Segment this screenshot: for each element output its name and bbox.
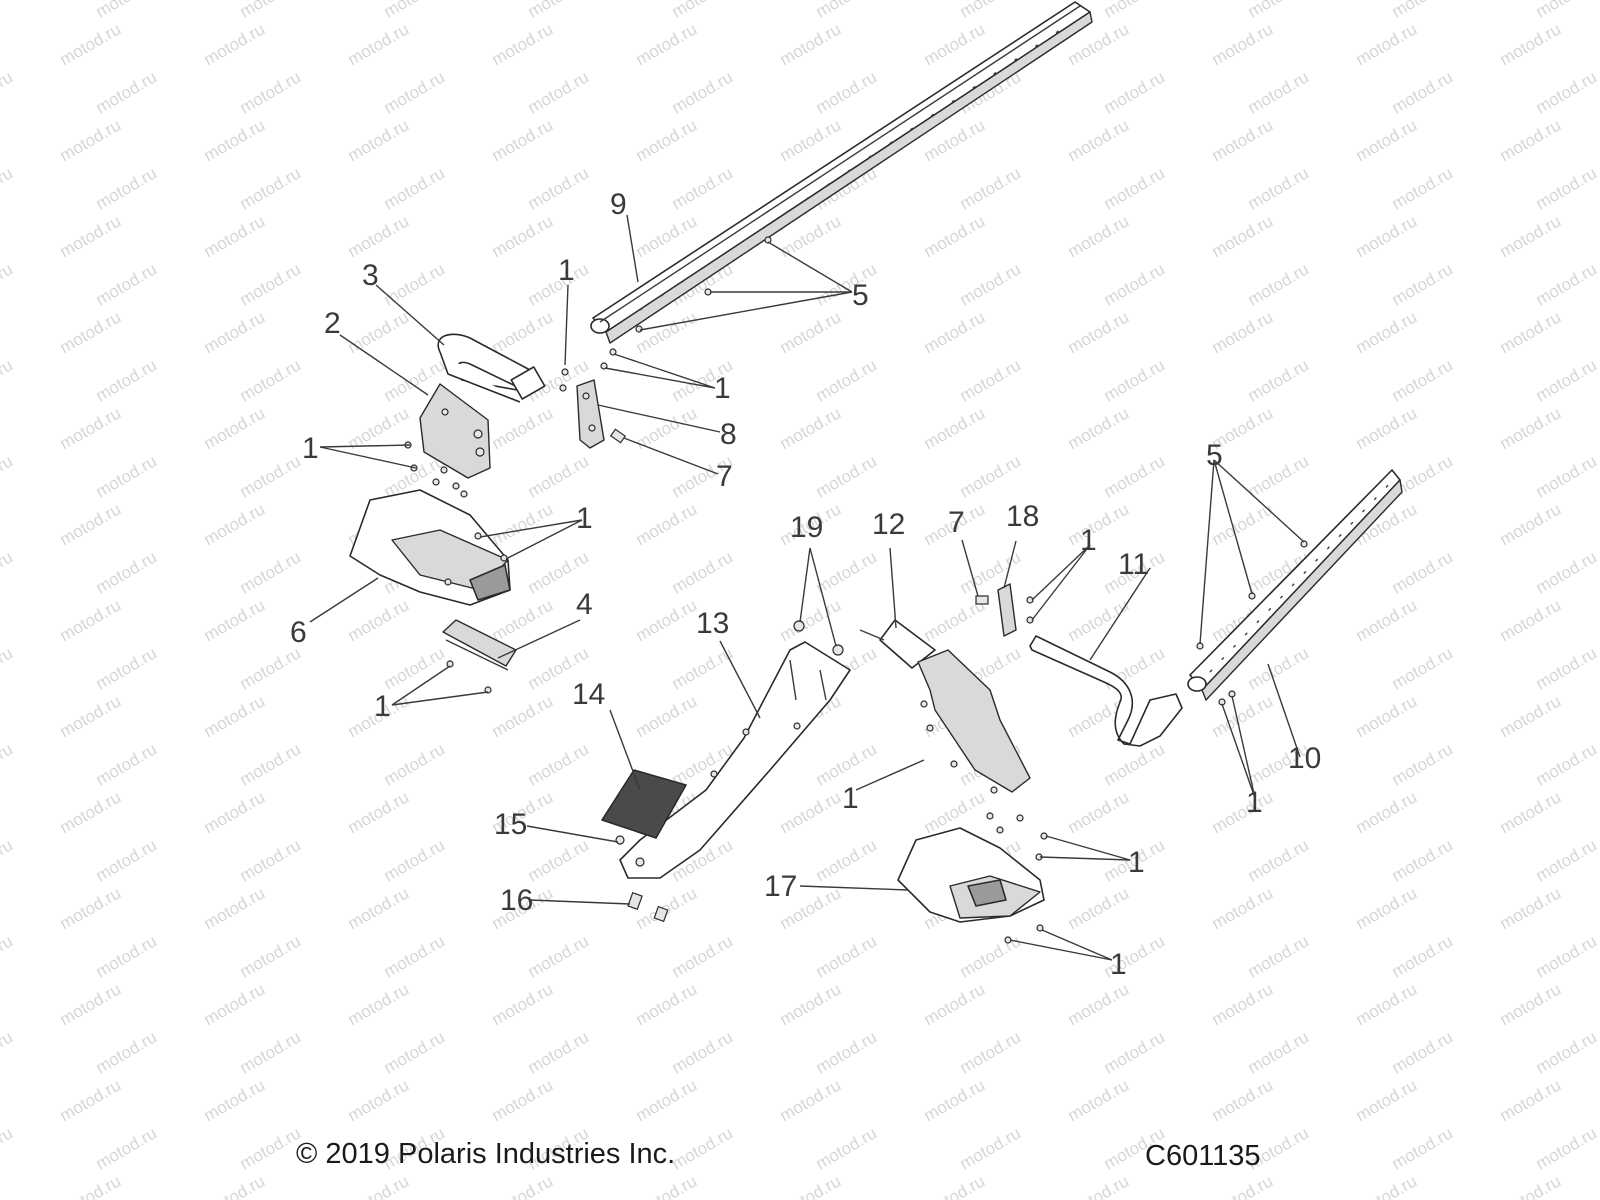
leader-lines [309, 214, 1305, 961]
part-6-upper-mount[interactable] [349, 489, 511, 606]
part-8-plate[interactable] [576, 379, 605, 449]
callout-10: 10 [1288, 742, 1321, 775]
callout-1: 1 [1110, 948, 1127, 981]
callout-14: 14 [572, 678, 605, 711]
callout-13: 13 [696, 607, 729, 640]
part-13-floor-plate[interactable] [619, 641, 851, 879]
diagram-code: C601135 [1145, 1140, 1261, 1172]
callout-labels: 9 3 1 2 5 1 8 7 1 1 6 4 1 19 12 7 18 1 1… [290, 188, 1321, 981]
callout-1: 1 [842, 782, 859, 815]
callout-1: 1 [1246, 786, 1263, 819]
callout-11: 11 [1118, 548, 1149, 581]
callout-2: 2 [324, 307, 341, 340]
part-14-pad[interactable] [601, 769, 687, 839]
callout-1: 1 [576, 502, 593, 535]
callout-1: 1 [302, 432, 319, 465]
callout-16: 16 [500, 884, 533, 917]
callout-18: 18 [1006, 500, 1039, 533]
callout-8: 8 [720, 418, 737, 451]
callout-19: 19 [790, 511, 823, 544]
part-9-upper-rail[interactable] [590, 1, 1093, 344]
part-2-upper-bracket[interactable] [419, 383, 491, 479]
callout-7: 7 [716, 460, 733, 493]
callout-1: 1 [1080, 524, 1097, 557]
part-11-lower-handle[interactable] [1029, 635, 1183, 747]
callout-3: 3 [362, 259, 379, 292]
callout-1: 1 [1128, 846, 1145, 879]
part-12-lower-bracket[interactable] [859, 619, 1031, 793]
callout-5: 5 [852, 279, 869, 312]
part-10-lower-rail[interactable] [1187, 469, 1403, 701]
fasteners [404, 236, 1308, 944]
callout-6: 6 [290, 616, 307, 649]
callout-7: 7 [948, 506, 965, 539]
part-3-upper-handle[interactable] [437, 333, 546, 403]
callout-4: 4 [576, 588, 593, 621]
callout-17: 17 [764, 870, 797, 903]
callout-1: 1 [558, 254, 575, 287]
callout-5: 5 [1206, 439, 1223, 472]
callout-9: 9 [610, 188, 627, 221]
callout-1: 1 [374, 690, 391, 723]
copyright-notice: © 2019 Polaris Industries Inc. [296, 1138, 676, 1170]
part-18-plate[interactable] [997, 583, 1017, 637]
part-17-lower-mount[interactable] [897, 827, 1045, 923]
callout-1: 1 [714, 372, 731, 405]
part-4-bracket[interactable] [442, 619, 517, 671]
callout-12: 12 [872, 508, 905, 541]
callout-15: 15 [494, 808, 527, 841]
